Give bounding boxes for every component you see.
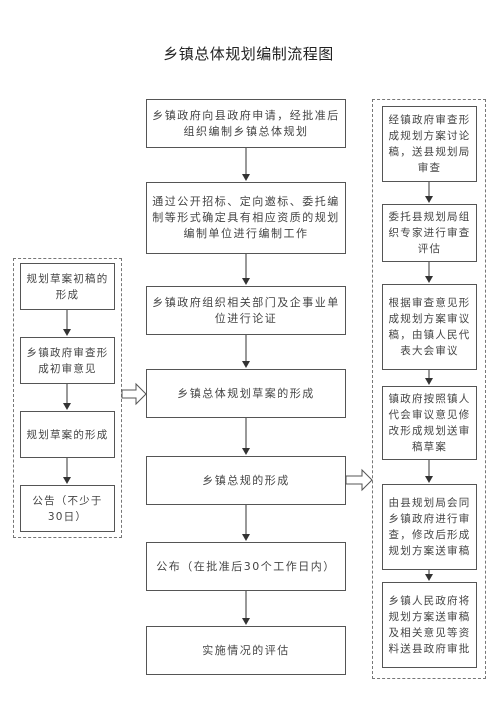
left-step-2: 乡镇政府审查形成初审意见 xyxy=(20,337,115,384)
chart-title: 乡镇总体规划编制流程图 xyxy=(163,45,334,63)
right-group-frame xyxy=(372,99,486,679)
main-step-6: 公布（在批准后30个工作日内） xyxy=(146,542,346,591)
right-step-1: 经镇政府审查形成规划方案讨论稿，送县规划局审查 xyxy=(382,106,477,182)
block-arrow-left-to-main xyxy=(121,382,147,406)
right-step-2: 委托县规划局组织专家进行审查评估 xyxy=(382,204,477,262)
main-step-2: 通过公开招标、定向邀标、委托编制等形式确定具有相应资质的规划编制单位进行编制工作 xyxy=(146,182,346,254)
left-step-4: 公告（不少于30日） xyxy=(20,485,115,532)
main-step-4: 乡镇总体规划草案的形成 xyxy=(146,369,346,418)
left-step-1: 规划草案初稿的形成 xyxy=(20,263,115,310)
main-step-1: 乡镇政府向县政府申请，经批准后组织编制乡镇总体规划 xyxy=(146,99,346,148)
block-arrow-main-to-right xyxy=(345,468,373,492)
right-step-4: 镇政府按照镇人代会审议意见修改形成规划送审稿草案 xyxy=(382,386,477,460)
right-step-3: 根据审查意见形成规划方案审议稿，由镇人民代表大会审议 xyxy=(382,284,477,370)
main-step-7: 实施情况的评估 xyxy=(146,626,346,675)
right-step-6: 乡镇人民政府将规划方案送审稿及相关意见等资料送县政府审批 xyxy=(382,582,477,668)
left-step-3: 规划草案的形成 xyxy=(20,411,115,458)
main-step-3: 乡镇政府组织相关部门及企事业单位进行论证 xyxy=(146,286,346,335)
main-step-5: 乡镇总规的形成 xyxy=(146,456,346,505)
right-step-5: 由县规划局会同乡镇政府进行审查，修改后形成规划方案送审稿 xyxy=(382,484,477,570)
